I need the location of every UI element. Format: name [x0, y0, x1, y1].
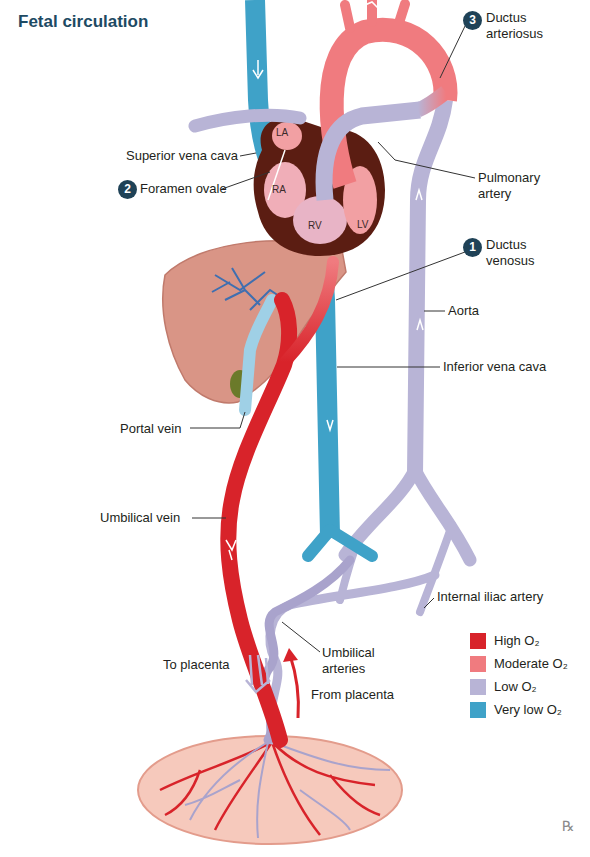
legend-swatch	[470, 679, 486, 695]
part-label: Internal iliac artery	[437, 589, 587, 605]
leader-line	[190, 412, 245, 428]
part-label: Ductus arteriosus	[486, 10, 566, 42]
part-label: To placenta	[163, 657, 230, 673]
from-placenta-arrow	[290, 655, 298, 718]
chamber-label: RA	[272, 184, 286, 196]
legend-text: Moderate O₂	[494, 656, 568, 672]
legend-swatch	[470, 656, 486, 672]
legend-text: Very low O₂	[494, 702, 562, 718]
logo-mark: ℞	[562, 818, 575, 834]
placenta	[138, 736, 402, 844]
leader-line	[192, 518, 226, 519]
ductus-arteriosus	[418, 92, 446, 110]
part-label: Ductus venosus	[486, 237, 556, 269]
pulmonary-trunk	[324, 110, 420, 200]
part-label: Umbilical arteries	[322, 645, 397, 677]
leader-line	[336, 252, 465, 300]
leader-line	[337, 367, 440, 368]
legend-text: Low O₂	[494, 679, 537, 695]
part-label: Superior vena cava	[100, 148, 238, 164]
part-label: Foramen ovale	[140, 181, 250, 197]
left-pulmonary-artery	[195, 115, 300, 126]
iliac-vein	[308, 530, 372, 556]
callout-number: 2	[118, 180, 137, 199]
right-ventricle	[293, 196, 347, 244]
from-placenta-arrowhead	[283, 648, 298, 662]
descending-aorta	[415, 100, 445, 475]
leader-line	[240, 153, 256, 156]
to-placenta-arrow	[246, 655, 270, 692]
part-label: Portal vein	[120, 421, 181, 437]
leader-line	[282, 622, 320, 652]
callout-number: 3	[463, 11, 482, 30]
ductus-venosus	[285, 262, 333, 362]
part-label: From placenta	[311, 687, 394, 703]
part-label: Umbilical vein	[100, 510, 180, 526]
foramen-flow	[268, 150, 285, 200]
chamber-label: LV	[357, 219, 369, 231]
leader-line	[222, 172, 270, 189]
diagram-title: Fetal circulation	[18, 12, 148, 32]
chamber-label: LA	[276, 127, 288, 139]
callout-number: 1	[463, 238, 482, 257]
left-atrium	[272, 122, 302, 150]
part-label: Aorta	[448, 303, 479, 319]
leader-line	[424, 311, 445, 312]
part-label: Pulmonary artery	[478, 170, 558, 202]
flow-arrow	[226, 2, 423, 560]
placenta-vessel	[185, 742, 390, 838]
umbilical-vein	[228, 300, 289, 740]
leader-line	[440, 24, 466, 78]
placenta-vessel	[160, 742, 380, 835]
legend-swatch	[470, 702, 486, 718]
part-label: Inferior vena cava	[443, 359, 588, 375]
legend-text: High O₂	[494, 633, 540, 649]
chamber-label: RV	[308, 220, 322, 232]
leader-line	[378, 142, 475, 178]
legend-swatch	[470, 633, 486, 649]
leader-line	[424, 598, 434, 608]
